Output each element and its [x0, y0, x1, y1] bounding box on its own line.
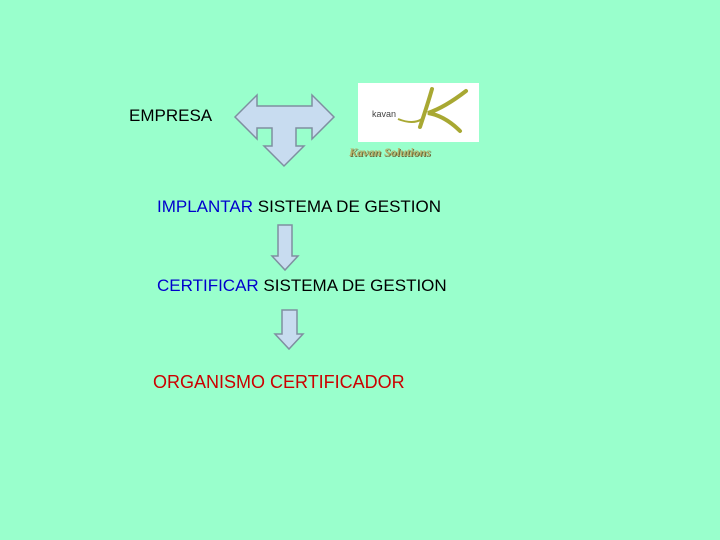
step-certificar: CERTIFICAR SISTEMA DE GESTION	[157, 276, 447, 296]
step-implantar-rest: SISTEMA DE GESTION	[253, 197, 442, 216]
kavan-k-icon: kavan	[372, 87, 468, 133]
step-implantar: IMPLANTAR SISTEMA DE GESTION	[157, 197, 441, 217]
step-implantar-verb: IMPLANTAR	[157, 197, 254, 216]
down-arrow-2	[273, 309, 305, 351]
logo-caption: Kavan Solutions	[349, 145, 431, 159]
organismo-certificador: ORGANISMO CERTIFICADOR	[153, 372, 405, 392]
step-certificar-rest: SISTEMA DE GESTION	[258, 276, 447, 295]
step-certificar-verb: CERTIFICAR	[157, 276, 259, 295]
logo-word: kavan	[372, 109, 396, 119]
three-way-arrow	[233, 93, 336, 168]
empresa-label: EMPRESA	[129, 106, 213, 125]
down-arrow-1	[270, 224, 300, 272]
kavan-logo: kavan	[358, 83, 479, 142]
